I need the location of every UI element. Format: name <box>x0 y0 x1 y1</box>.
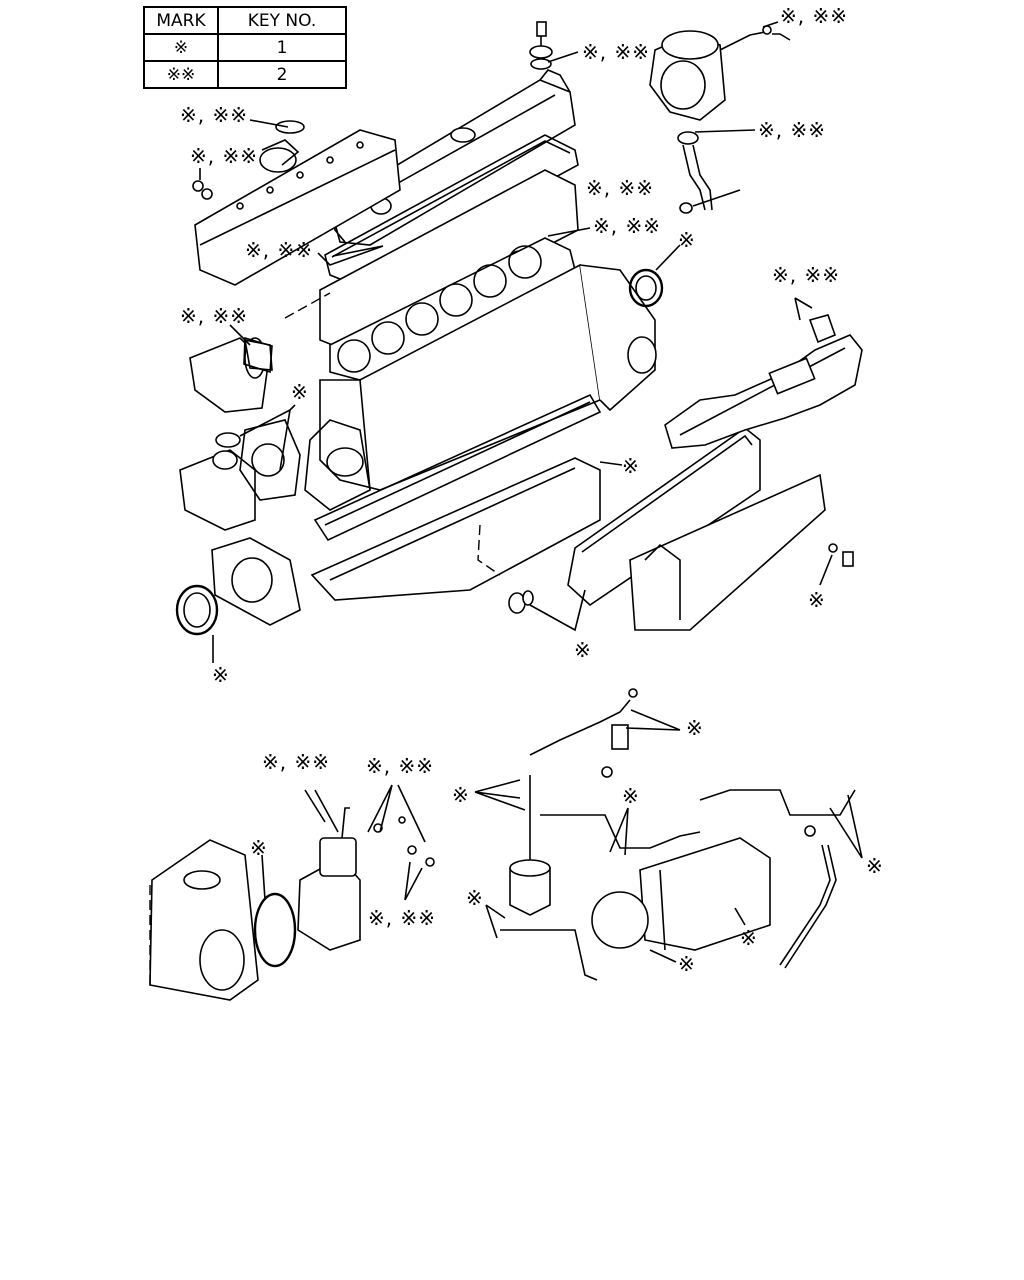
callout-front-seal: ※ <box>678 228 696 252</box>
legend-row-2: ※※ 2 <box>143 60 347 89</box>
cylinder-block <box>284 263 657 511</box>
thermostat-housing <box>189 337 273 413</box>
housing-oring <box>253 892 297 968</box>
callout-inlet-bolt-washer: ※, ※※ <box>190 144 258 168</box>
legend-header-key: KEY NO. <box>217 6 347 35</box>
callout-injector-seals: ※ <box>686 716 704 740</box>
thermostat-gasket <box>243 336 273 374</box>
key-legend-table: MARK KEY NO. ※ 1 ※※ 2 <box>143 6 347 89</box>
water-pump <box>179 432 256 531</box>
exhaust-manifold <box>664 334 863 449</box>
oil-pan-gasket <box>313 393 602 542</box>
oil-filter <box>509 775 551 916</box>
callout-fuel-line-washers: ※ <box>452 783 470 807</box>
callout-rear-oil-seal: ※ <box>212 663 230 687</box>
head-cover-gasket <box>324 134 579 286</box>
callout-lube-line-left-c: ※, ※※ <box>368 906 436 930</box>
callout-thermostat-housing-gasket: ※, ※※ <box>180 304 248 328</box>
oil-level-tube <box>779 825 837 969</box>
legend-key: 2 <box>217 60 347 89</box>
callout-side-cover-gasket: ※ <box>574 638 592 662</box>
front-housing <box>149 839 259 1001</box>
callout-pipe-bottom-washers: ※ <box>466 886 484 910</box>
legend-header-mark: MARK <box>143 6 219 35</box>
legend-row-1: ※ 1 <box>143 33 347 62</box>
callout-drain-plug-gasket: ※ <box>808 588 826 612</box>
drain-plug <box>508 590 534 614</box>
legend-header-row: MARK KEY NO. <box>143 6 347 35</box>
water-pump-gasket <box>239 419 301 501</box>
callout-turbo-pipe-gasket: ※, ※※ <box>780 4 848 28</box>
callout-lube-line-left-b: ※, ※※ <box>366 754 434 778</box>
callout-thermostat-oring: ※, ※※ <box>180 103 248 127</box>
callout-filter-washers: ※ <box>622 784 640 808</box>
callout-cover-nut-seal: ※, ※※ <box>245 238 313 262</box>
side-plug <box>828 543 854 567</box>
legend-mark: ※※ <box>143 60 219 89</box>
rear-oil-seal <box>175 584 219 636</box>
callout-housing-oring: ※ <box>250 836 268 860</box>
side-cover <box>629 473 826 631</box>
legend-mark: ※ <box>143 33 219 62</box>
exhaust-outlet-gasket <box>808 314 837 344</box>
rear-seal-housing <box>211 537 301 626</box>
callout-turbo-return-gasket: ※, ※※ <box>586 176 654 200</box>
turbo-feed-fitting <box>762 25 791 41</box>
injector-fitting <box>601 688 638 778</box>
leader-lines <box>199 21 863 963</box>
callout-head-cover-gasket: ※, ※※ <box>593 214 661 238</box>
callout-oil-pan-gasket: ※ <box>622 454 640 478</box>
oil-cooler <box>591 837 771 951</box>
lube-lines <box>500 699 856 981</box>
head-cover-top-fitting <box>529 21 553 70</box>
callout-cooler-plug: ※ <box>678 952 696 976</box>
oil-pan <box>310 457 601 601</box>
turbocharger <box>649 30 766 121</box>
callout-water-pump-gasket: ※ <box>291 380 309 404</box>
callout-exhaust-manifold-gasket: ※, ※※ <box>772 263 840 287</box>
callout-oil-pipe-washers: ※ <box>866 854 884 878</box>
intake-manifold <box>192 120 401 286</box>
oil-pump <box>297 807 361 951</box>
callout-turbo-flange-gasket: ※, ※※ <box>758 118 826 142</box>
turbo-oil-pipe <box>677 131 713 214</box>
callout-head-cover-seal: ※, ※※ <box>582 40 650 64</box>
callout-cooler-bolts: ※ <box>740 926 758 950</box>
legend-key: 1 <box>217 33 347 62</box>
callout-lube-line-left-a: ※, ※※ <box>262 750 330 774</box>
front-oil-seal <box>628 268 664 308</box>
